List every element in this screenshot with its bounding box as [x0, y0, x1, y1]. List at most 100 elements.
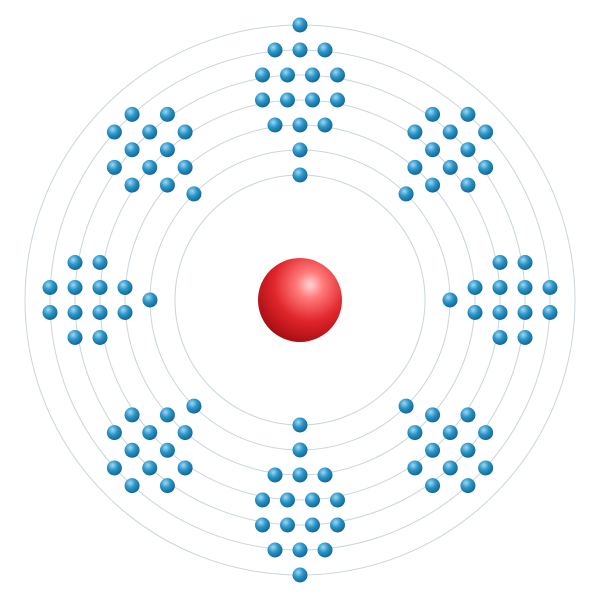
electron-shell-4-9	[492, 255, 508, 270]
electron-shell-3-6	[467, 280, 483, 295]
electron-shell-4-20	[255, 492, 270, 508]
electron-shell-3-15	[117, 305, 133, 320]
electron-shell-5-31	[142, 124, 158, 140]
electron-shell-4-29	[124, 177, 140, 193]
electron-shell-5-7	[460, 142, 476, 158]
electron-shell-4-7	[442, 159, 458, 175]
electron-shell-5-20	[255, 517, 270, 533]
electron-shell-5-27	[67, 280, 83, 295]
electron-shell-6-16	[42, 280, 58, 295]
electron-shell-4-12	[492, 330, 508, 345]
electron-shell-6-17	[106, 124, 122, 140]
electron-shell-7-2	[292, 567, 308, 583]
electron-shell-5-5	[425, 106, 441, 122]
electron-shell-3-12	[267, 467, 283, 483]
electron-shell-6-3	[317, 42, 333, 58]
electron-shell-5-29	[106, 159, 122, 175]
electron-shell-6-2	[292, 42, 308, 58]
electron-shell-1-1	[292, 167, 308, 183]
electron-shell-6-5	[478, 124, 494, 140]
electron-shell-5-2	[280, 67, 295, 83]
electron-shell-7-1	[292, 17, 308, 33]
electron-shell-5-30	[124, 142, 140, 158]
electron-shell-5-23	[124, 442, 140, 458]
electron-shell-3-7	[467, 305, 483, 320]
electron-shell-5-32	[159, 106, 175, 122]
electron-shell-3-17	[159, 177, 175, 193]
electron-shell-4-14	[442, 425, 458, 441]
electron-shell-4-28	[92, 255, 108, 270]
electron-shell-5-24	[106, 425, 122, 441]
electron-shell-6-1	[267, 42, 283, 58]
electron-shell-2-7	[142, 292, 158, 308]
electron-shell-6-8	[478, 460, 494, 476]
electron-shell-4-18	[305, 492, 320, 508]
electron-shell-4-22	[159, 442, 175, 458]
electron-shell-5-18	[305, 517, 320, 533]
electron-shell-6-12	[267, 542, 283, 558]
nucleus	[258, 258, 342, 342]
electron-shell-4-15	[425, 442, 441, 458]
electron-shell-5-15	[442, 460, 458, 476]
electron-shell-3-18	[177, 159, 193, 175]
electron-shell-3-10	[317, 467, 333, 483]
electron-shell-3-5	[425, 177, 441, 193]
electron-shell-6-11	[292, 542, 308, 558]
electron-shell-6-18	[124, 106, 140, 122]
electron-shell-6-4	[460, 106, 476, 122]
electron-shell-5-17	[330, 517, 345, 533]
electron-shell-5-10	[517, 280, 533, 295]
electron-shell-4-25	[92, 330, 108, 345]
electron-shell-2-5	[292, 442, 308, 458]
electron-shell-5-22	[142, 460, 158, 476]
electron-shell-5-1	[255, 67, 270, 83]
electrons	[42, 17, 558, 583]
electron-shell-3-14	[159, 407, 175, 423]
electron-shell-1-2	[292, 417, 308, 433]
electron-shell-2-2	[398, 186, 414, 202]
electron-shell-2-4	[398, 398, 414, 414]
electron-shell-4-4	[330, 92, 345, 108]
electron-shell-5-11	[517, 305, 533, 320]
electron-shell-5-16	[425, 478, 441, 494]
electron-shell-6-9	[460, 478, 476, 494]
electron-shell-3-4	[407, 159, 423, 175]
electron-shell-5-6	[442, 124, 458, 140]
electron-shell-4-26	[92, 305, 108, 320]
electron-shell-3-11	[292, 467, 308, 483]
electron-shell-4-32	[177, 124, 193, 140]
electron-shell-5-21	[159, 478, 175, 494]
electron-shell-5-25	[67, 330, 83, 345]
electron-shell-2-6	[186, 398, 202, 414]
electron-shell-3-8	[425, 407, 441, 423]
electron-shell-5-28	[67, 255, 83, 270]
electron-shell-4-13	[460, 407, 476, 423]
electron-shell-2-1	[292, 142, 308, 158]
electron-shell-3-13	[177, 425, 193, 441]
electron-shell-4-27	[92, 280, 108, 295]
electron-shell-4-30	[142, 159, 158, 175]
electron-shell-6-14	[106, 460, 122, 476]
electron-shell-4-19	[280, 492, 295, 508]
electron-shell-4-8	[460, 177, 476, 193]
electron-shell-4-10	[492, 280, 508, 295]
electron-shell-4-3	[305, 92, 320, 108]
electron-shell-5-9	[517, 255, 533, 270]
electron-shell-4-31	[159, 142, 175, 158]
electron-shell-4-24	[124, 407, 140, 423]
electron-shell-3-2	[292, 117, 308, 133]
electron-shell-6-15	[42, 305, 58, 320]
electron-shell-6-10	[317, 542, 333, 558]
electron-shell-3-16	[117, 280, 133, 295]
electron-shell-4-6	[425, 142, 441, 158]
electron-shell-2-8	[186, 186, 202, 202]
electron-shell-4-21	[177, 460, 193, 476]
electron-shell-6-13	[124, 478, 140, 494]
electron-shell-5-8	[478, 159, 494, 175]
electron-shell-5-4	[330, 67, 345, 83]
electron-shell-5-14	[460, 442, 476, 458]
electron-shell-4-2	[280, 92, 295, 108]
electron-shell-4-17	[330, 492, 345, 508]
electron-shell-4-16	[407, 460, 423, 476]
